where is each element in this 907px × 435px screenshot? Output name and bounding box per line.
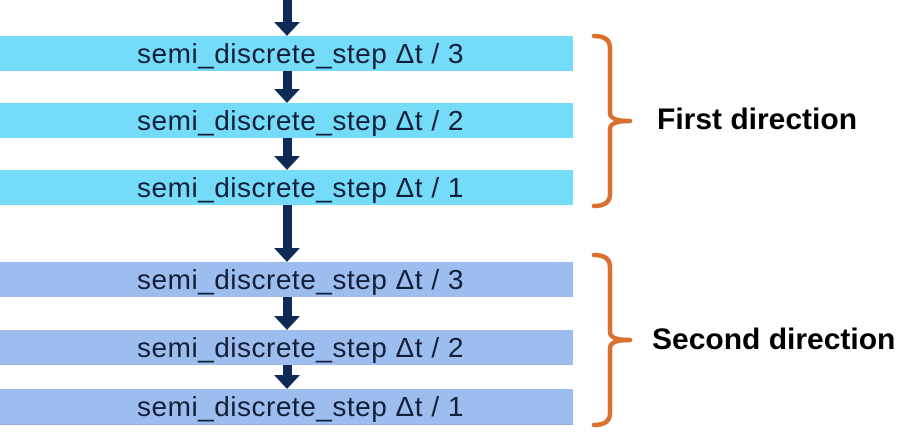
arrow-down-icon (274, 365, 300, 389)
arrow-head (274, 156, 300, 170)
arrow-shaft (282, 71, 292, 89)
step-box: semi_discrete_step Δt / 2 (0, 330, 573, 365)
arrow-head (274, 316, 300, 330)
arrow-shaft (282, 0, 292, 22)
arrow-head (274, 89, 300, 103)
arrow-head (274, 375, 300, 389)
arrow-shaft (282, 297, 292, 316)
arrow-down-icon (274, 205, 300, 262)
step-label: semi_discrete_step Δt / 1 (137, 391, 464, 422)
step-box: semi_discrete_step Δt / 1 (0, 389, 573, 424)
step-box: semi_discrete_step Δt / 1 (0, 170, 573, 205)
arrow-down-icon (274, 0, 300, 36)
arrow-shaft (282, 205, 292, 248)
step-box: semi_discrete_step Δt / 3 (0, 262, 573, 297)
arrow-shaft (282, 365, 292, 375)
arrow-down-icon (274, 297, 300, 330)
arrow-shaft (282, 138, 292, 156)
step-label: semi_discrete_step Δt / 2 (137, 105, 464, 136)
arrow-head (274, 22, 300, 36)
arrow-head (274, 248, 300, 262)
step-box: semi_discrete_step Δt / 3 (0, 36, 573, 71)
step-label: semi_discrete_step Δt / 2 (137, 332, 464, 363)
step-box: semi_discrete_step Δt / 2 (0, 103, 573, 138)
curly-brace-icon (591, 33, 633, 209)
step-label: semi_discrete_step Δt / 3 (137, 38, 464, 69)
step-label: semi_discrete_step Δt / 1 (137, 172, 464, 203)
curly-brace-icon (591, 252, 633, 428)
step-label: semi_discrete_step Δt / 3 (137, 264, 464, 295)
group-label-second-direction: Second direction (652, 323, 896, 356)
arrow-down-icon (274, 71, 300, 103)
group-label-first-direction: First direction (657, 103, 858, 136)
arrow-down-icon (274, 138, 300, 170)
